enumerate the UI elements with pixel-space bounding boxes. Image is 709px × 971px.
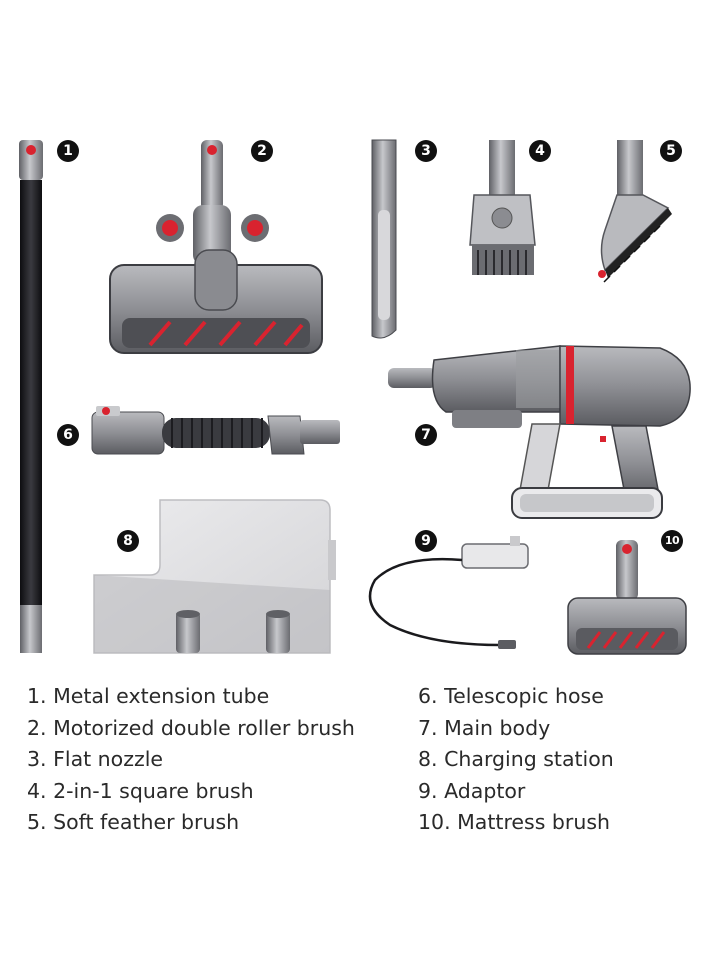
badge-3: 3 <box>415 140 437 162</box>
legend-right-column: 6. Telescopic hose 7. Main body 8. Charg… <box>418 681 614 839</box>
legend-item-8: 8. Charging station <box>418 747 614 772</box>
legend-item-5: 5. Soft feather brush <box>27 810 240 835</box>
legend-item-4: 4. 2-in-1 square brush <box>27 778 254 803</box>
badge-9: 9 <box>415 530 437 552</box>
badge-2: 2 <box>251 140 273 162</box>
main-body-image <box>388 345 691 519</box>
badge-7: 7 <box>415 424 437 446</box>
badge-1: 1 <box>57 140 79 162</box>
mattress-brush-image <box>567 540 687 655</box>
flat-nozzle-image <box>371 139 397 339</box>
legend-item-2: 2. Motorized double roller brush <box>27 715 355 740</box>
legend-item-7: 7. Main body <box>418 715 551 740</box>
badge-5: 5 <box>660 140 682 162</box>
legend-item-6: 6. Telescopic hose <box>418 684 604 708</box>
badge-10: 10 <box>661 530 683 552</box>
telescopic-hose-image <box>91 406 340 455</box>
legend-item-9: 9. Adaptor <box>418 778 526 803</box>
charging-station-image <box>93 499 336 654</box>
extension-tube-image <box>19 140 43 653</box>
feather-brush-image <box>598 140 672 283</box>
legend-item-1: 1. Metal extension tube <box>27 684 270 708</box>
badge-8: 8 <box>117 530 139 552</box>
badge-4: 4 <box>529 140 551 162</box>
legend-item-10: 10. Mattress brush <box>418 810 611 835</box>
square-brush-image <box>469 140 536 275</box>
legend-left-column: 1. Metal extension tube 2. Motorized dou… <box>27 681 355 839</box>
legend-item-3: 3. Flat nozzle <box>27 747 164 772</box>
roller-brush-image <box>109 140 323 354</box>
badge-6: 6 <box>57 424 79 446</box>
adaptor-image <box>368 536 529 649</box>
